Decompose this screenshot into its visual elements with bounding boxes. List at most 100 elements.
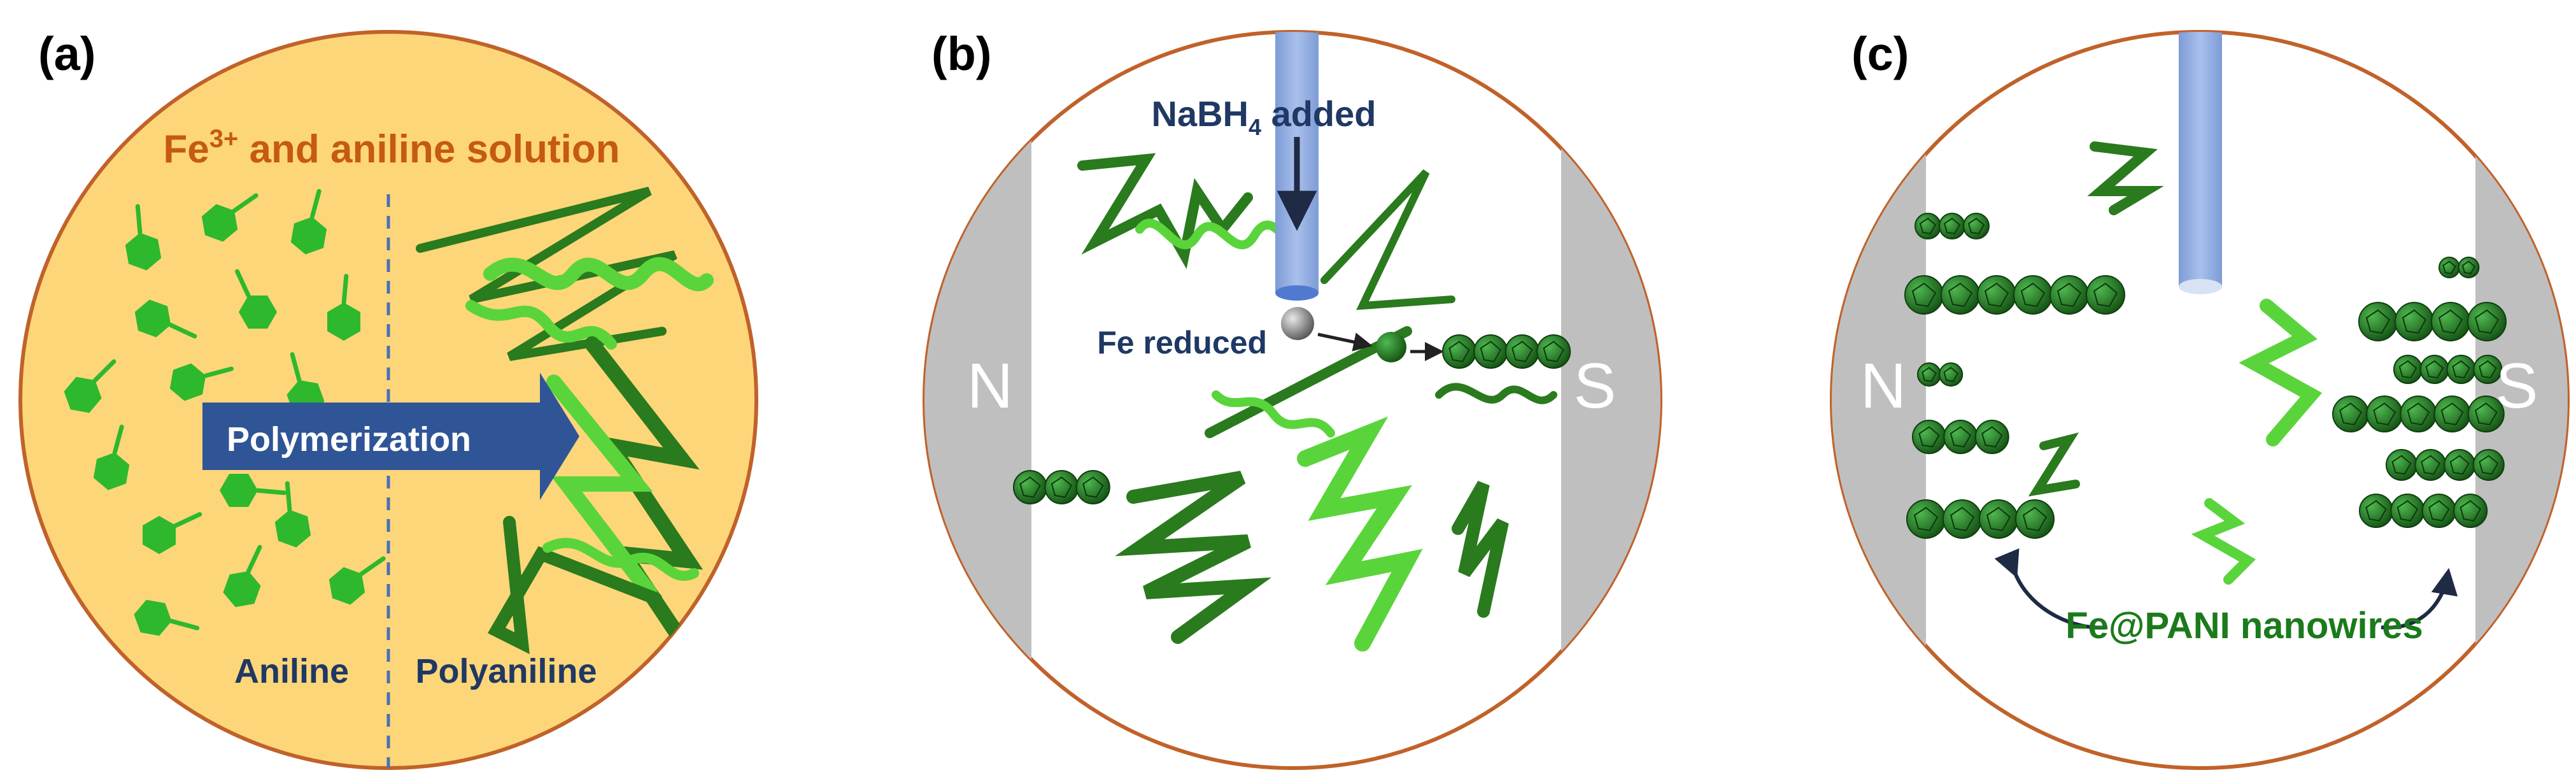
fe-particle xyxy=(1281,307,1314,340)
nanowire-chains-b xyxy=(1013,334,1571,504)
nanowire-chain xyxy=(2359,494,2488,528)
reduction-arrow xyxy=(1317,332,1373,352)
fe-pani-particle xyxy=(1442,334,1476,369)
aniline-hexagon-icon xyxy=(64,359,117,413)
fe-pani-particle xyxy=(2359,494,2393,528)
aniline-hexagon-icon xyxy=(143,512,202,555)
fe-pani-particle xyxy=(1974,420,2009,454)
fe-pani-particle xyxy=(1917,362,1941,387)
fe-pani-particle xyxy=(1941,275,1980,315)
fe-pani-particle xyxy=(2467,396,2505,432)
fe-pani-particle xyxy=(1044,470,1079,504)
fe-pani-particle xyxy=(2332,396,2369,432)
polyaniline-ribbons xyxy=(416,187,714,655)
aniline-hexagon-icon xyxy=(125,204,162,271)
fe-pani-particle xyxy=(1977,275,2016,315)
nanowire-chain xyxy=(1906,499,2055,539)
aniline-hexagon-icon xyxy=(134,299,197,339)
panel-b: (b) xyxy=(923,27,1662,770)
fe-pani-particle xyxy=(1906,499,1946,539)
nanowire-chain xyxy=(1013,470,1110,504)
fe-pani-particle xyxy=(2395,302,2434,341)
aniline-hexagon-icon xyxy=(235,269,278,329)
fe-pani-particle xyxy=(1536,334,1571,369)
ribbon-helix-icon xyxy=(1320,169,1455,310)
nanowire-chain xyxy=(1442,334,1571,369)
fe-pani-particle xyxy=(2433,396,2471,432)
nanowire-chain xyxy=(2358,302,2507,341)
ribbon-helix-icon xyxy=(542,538,699,581)
fe-pani-particle xyxy=(2049,275,2089,315)
ribbon-helix-icon xyxy=(1297,416,1423,652)
polymerization-label: Polymerization xyxy=(227,420,471,459)
nanowire-chain xyxy=(2438,257,2480,278)
fe-reduced-label: Fe reduced xyxy=(1097,325,1267,360)
ribbon-helix-icon xyxy=(2191,498,2256,585)
fe-pani-particle xyxy=(2386,449,2417,481)
fe-pani-particle xyxy=(1939,213,1965,239)
south-label-b: S xyxy=(1574,350,1617,422)
nanowire-chain xyxy=(1912,420,2009,454)
ribbon-helix-icon xyxy=(483,257,714,292)
fe-pani-particle xyxy=(2421,494,2456,528)
south-label-c: S xyxy=(2496,350,2538,422)
aniline-hexagon-icon xyxy=(329,556,386,605)
fe-pani-particle xyxy=(2446,355,2476,384)
fe-pani-particle xyxy=(1914,213,1941,239)
fe-pani-particle xyxy=(2438,257,2460,278)
ribbon-helix-icon xyxy=(2239,299,2323,446)
nanowire-chain xyxy=(1904,275,2125,315)
fe-pani-particle xyxy=(2400,396,2437,432)
fe-pani-particle xyxy=(2444,449,2476,481)
ribbon-helix-icon xyxy=(1212,390,1335,438)
nanowire-chains-c xyxy=(1904,213,2507,539)
aniline-hexagon-icon xyxy=(327,274,360,341)
ribbon-helix-icon xyxy=(487,516,662,655)
fe-pani-particle xyxy=(2453,494,2488,528)
panel-b-label: (b) xyxy=(931,27,992,80)
ribbon-helix-icon xyxy=(1435,383,1557,404)
fe-pani-particle xyxy=(2366,396,2403,432)
fe-pani-particle xyxy=(2015,499,2055,539)
ribbon-helix-icon xyxy=(1205,326,1412,438)
fe-pani-particle xyxy=(2431,302,2470,341)
ribbon-helix-icon xyxy=(2087,141,2164,215)
nabh4-label: NaBH4 added xyxy=(1152,94,1376,140)
panel-a: (a) Polymerization Fe3+ and aniline solu… xyxy=(18,27,758,770)
nanowire-chain xyxy=(2332,396,2505,432)
fe-pani-particle xyxy=(1912,420,1946,454)
fe-pani-particle xyxy=(2419,355,2449,384)
fe-pani-particle xyxy=(1963,213,1990,239)
nanowire-chain xyxy=(1917,362,1964,387)
fe-pani-particle xyxy=(1979,499,2018,539)
fe-pani-particle xyxy=(2472,449,2505,481)
aniline-hexagon-icon xyxy=(290,189,327,255)
fe-pani-particle xyxy=(1473,334,1508,369)
fe-pani-particle xyxy=(2358,302,2398,341)
solution-title: Fe3+ and aniline solution xyxy=(163,125,619,171)
fe-pani-particle xyxy=(2473,355,2503,384)
north-label-c: N xyxy=(1860,350,1906,422)
ribbon-helix-icon xyxy=(465,300,617,350)
ribbon-helix-icon xyxy=(1115,471,1272,644)
fe-pani-particle xyxy=(2458,257,2480,278)
aniline-hexagon-icon xyxy=(201,193,258,242)
nanowire-chain xyxy=(1914,213,1990,239)
fe-pani-particle xyxy=(1504,334,1539,369)
fe-pani-particle xyxy=(1904,275,1944,315)
polyaniline-caption: Polyaniline xyxy=(415,652,597,690)
aniline-hexagon-icon xyxy=(274,481,311,548)
aniline-hexagon-icon xyxy=(93,424,130,490)
panel-a-label: (a) xyxy=(38,27,96,80)
reagent-tube-c xyxy=(2179,32,2222,287)
panel-c-label: (c) xyxy=(1851,27,1909,80)
fe-particle xyxy=(1376,332,1406,362)
aniline-hexagon-icon xyxy=(219,474,287,507)
north-label-b: N xyxy=(967,350,1013,422)
fe-pani-particle xyxy=(2086,275,2125,315)
fe-pani-particle xyxy=(2393,355,2423,384)
aniline-hexagon-icon xyxy=(134,599,200,636)
ribbon-helix-icon xyxy=(2028,432,2080,497)
fe-pani-particle xyxy=(2414,449,2447,481)
tube-tip-b xyxy=(1275,285,1319,301)
